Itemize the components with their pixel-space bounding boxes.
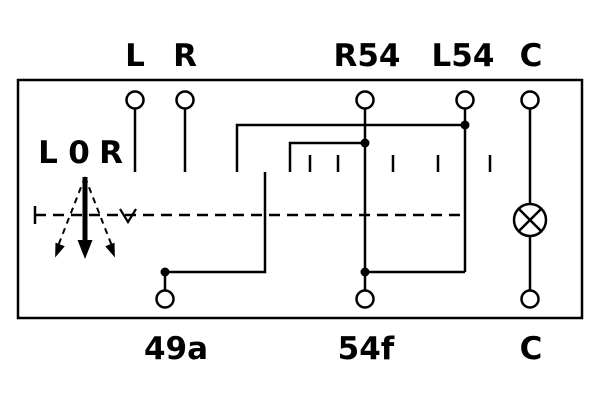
- lamp-cross-line: [517, 207, 543, 233]
- junction-dot: [360, 267, 370, 277]
- neutral-detent-mark: [119, 208, 137, 225]
- terminal-49a: [155, 289, 175, 309]
- label-terminal-c-top: C: [520, 38, 543, 74]
- terminal-R: [175, 90, 195, 110]
- indicator-lamp-icon: [512, 202, 548, 238]
- label-terminal-l54: L54: [432, 38, 495, 74]
- label-terminal-54f: 54f: [338, 331, 395, 367]
- label-terminal-l: L: [125, 38, 145, 74]
- lever-arrow-right-head-icon: [105, 242, 115, 258]
- label-lever-right: R: [99, 135, 123, 171]
- terminal-C-top: [520, 90, 540, 110]
- label-lever-left: L: [38, 135, 58, 171]
- terminal-R54: [355, 90, 375, 110]
- bridge-wire-upper: [235, 123, 465, 172]
- lever-arrow-left-head-icon: [55, 242, 65, 258]
- junction-dot: [460, 120, 470, 130]
- lever-arrow-right: [84, 176, 113, 247]
- junction-dot: [160, 267, 170, 277]
- terminal-L: [125, 90, 145, 110]
- terminal-C-bottom: [520, 289, 540, 309]
- label-terminal-49a: 49a: [144, 331, 208, 367]
- label-lever-neutral: 0: [68, 135, 90, 171]
- bridge-wire-lower: [288, 141, 365, 172]
- label-terminal-c-bottom: C: [520, 331, 543, 367]
- lever-arrow-center-head-icon: [77, 240, 93, 259]
- terminal-L54: [455, 90, 475, 110]
- lever-arrow-left: [57, 176, 86, 247]
- wire-49a-riser: [165, 172, 267, 274]
- terminal-54f: [355, 289, 375, 309]
- junction-dot: [360, 138, 370, 148]
- switch-body-outline: [16, 78, 584, 320]
- label-terminal-r54: R54: [333, 38, 400, 74]
- label-terminal-r: R: [173, 38, 197, 74]
